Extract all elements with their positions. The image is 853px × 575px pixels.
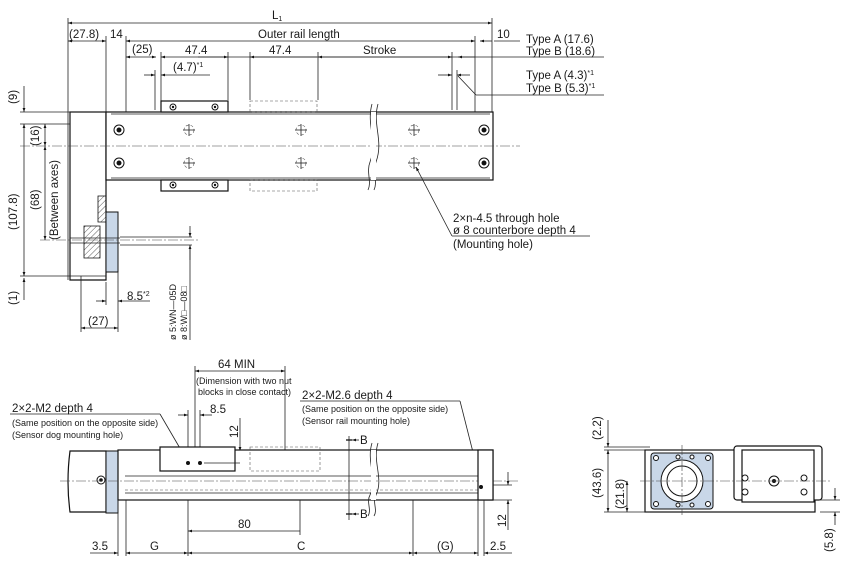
side-view: 64 MIN (Dimension with two nut blocks in… [10,359,520,556]
dim-10: 10 [497,29,510,41]
dim-8-5-shaft: 8.5*2 [127,291,150,303]
sensor-dog-callout-line2: (Same position on the opposite side) [12,418,158,428]
dim-4-7: (4.7)*1 [173,62,203,74]
type-b-gap-note: Type B (5.3)*1 [526,83,595,95]
section-b-bottom: B [360,509,368,521]
between-axes-label: (Between axes) [49,160,61,240]
dim-21-8: (21.8) [615,479,627,509]
motor-flange [105,211,119,273]
section-b-top: B [360,435,368,447]
dim-27: (27) [88,316,109,328]
contact-note-2: blocks in close contact) [198,387,291,397]
dim-2-2: (2.2) [592,416,604,440]
dim-107-8: (107.8) [8,193,20,230]
dim-80: 80 [238,519,251,531]
dim-G-paren: (G) [437,541,454,553]
mounting-hole-callout-line2: ø 8 counterbore depth 4 [453,225,576,237]
sensor-rail-callout-line1: 2×2-M2.6 depth 4 [302,390,393,402]
dim-47-4-b: 47.4 [269,45,292,57]
type-a-end-note: Type A (17.6) [526,34,594,46]
dim-64-min: 64 MIN [218,359,255,371]
dim-G: G [150,541,159,553]
side-motor-flange [105,450,119,514]
mounting-hole-callout-line3: (Mounting hole) [453,239,533,251]
dim-9: (9) [8,90,20,104]
sensor-rail-callout-line2: (Same position on the opposite side) [302,404,448,414]
contact-note-1: (Dimension with two nut [196,376,292,386]
mounting-holes [183,124,420,169]
dim-3-5: 3.5 [92,541,108,553]
dim-25: (25) [132,44,153,56]
outer-rail-length-label: Outer rail length [258,29,340,41]
dim-47-4-a: 47.4 [185,45,208,57]
dim-5-8: (5.8) [824,528,836,552]
dim-43-6: (43.6) [592,468,604,498]
type-a-gap-note: Type A (4.3)*1 [526,70,594,82]
dim-14: 14 [110,29,123,41]
nut-block-top [160,100,229,113]
top-view: L1 (27.8) 14 Outer rail length 10 Type A… [8,10,604,340]
dim-27-8: (27.8) [69,29,99,41]
dim-8-5-dog: 8.5 [210,404,226,416]
dim-12-top: 12 [229,425,241,438]
nut-block-bottom [160,179,229,192]
sensor-dog-callout-line3: (Sensor dog mounting hole) [12,430,123,440]
l1-label: L1 [272,10,282,23]
type-b-end-note: Type B (18.6) [526,46,595,58]
dim-68: (68) [30,189,42,210]
stroke-label: Stroke [363,45,396,57]
sensor-rail-callout-line3: (Sensor rail mounting hole) [302,416,410,426]
mounting-hole-callout-line1: 2×n-4.5 through hole [453,213,559,225]
dim-C: C [297,541,305,553]
dim-12-right: 12 [497,514,509,527]
shaft-spec-2: ø 8:W□—08□ [179,286,189,340]
side-motor-housing [67,450,107,513]
shaft-spec-1: ø 5:WN—05D [168,283,178,340]
side-nut-block [159,446,236,472]
dim-16: (16) [30,125,42,146]
sensor-dog-callout-line1: 2×2-M2 depth 4 [12,403,93,415]
dim-2-5: 2.5 [490,541,506,553]
dim-1: (1) [8,291,20,305]
end-view: (2.2) (43.6) (21.8) (5.8) [592,416,840,552]
